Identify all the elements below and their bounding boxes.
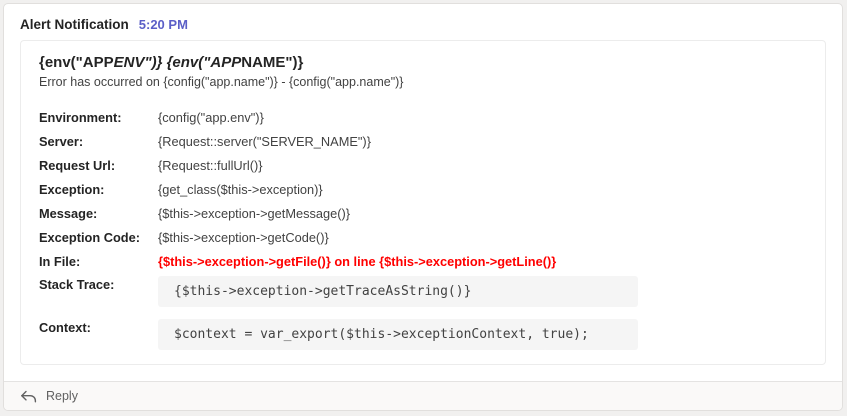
fact-row: Context: $context = var_export($this->ex… bbox=[39, 317, 807, 350]
fact-label: Message: bbox=[39, 206, 98, 221]
fact-value: {Request::server("SERVER_NAME")} bbox=[158, 134, 371, 149]
fact-value: {$this->exception->getTraceAsString()} bbox=[158, 276, 638, 307]
fact-value: {config("app.env")} bbox=[158, 110, 264, 125]
reply-label: Reply bbox=[46, 389, 78, 403]
fact-value: {$this->exception->getMessage()} bbox=[158, 206, 351, 221]
card-title-part3: NAME")} bbox=[241, 54, 304, 71]
card-subtitle: Error has occurred on {config("app.name"… bbox=[39, 75, 404, 89]
reply-arrow-icon bbox=[20, 390, 37, 403]
fact-row: Exception: {get_class($this->exception)} bbox=[39, 178, 807, 202]
card-title-part1: {env("APP bbox=[39, 54, 114, 71]
fact-label: Exception Code: bbox=[39, 230, 140, 245]
fact-value: $context = var_export($this->exceptionCo… bbox=[158, 319, 638, 350]
fact-value: {$this->exception->getCode()} bbox=[158, 230, 329, 245]
message-thread-container: Alert Notification 5:20 PM {env("APPENV"… bbox=[3, 3, 843, 411]
fact-row: Server: {Request::server("SERVER_NAME")} bbox=[39, 130, 807, 154]
fact-row: Request Url: {Request::fullUrl()} bbox=[39, 154, 807, 178]
fact-label: Request Url: bbox=[39, 158, 116, 173]
fact-label: Exception: bbox=[39, 182, 105, 197]
fact-value: {Request::fullUrl()} bbox=[158, 158, 263, 173]
bot-name: Alert Notification bbox=[20, 17, 129, 32]
thread-header: Alert Notification 5:20 PM bbox=[4, 4, 842, 40]
reply-button[interactable]: Reply bbox=[4, 381, 842, 410]
fact-row: Environment: {config("app.env")} bbox=[39, 106, 807, 130]
fact-row: Message: {$this->exception->getMessage()… bbox=[39, 202, 807, 226]
fact-label: Stack Trace: bbox=[39, 277, 115, 292]
fact-label: Server: bbox=[39, 134, 84, 149]
fact-value: {get_class($this->exception)} bbox=[158, 182, 323, 197]
fact-label: In File: bbox=[39, 254, 81, 269]
card-title: {env("APPENV")} {env("APPNAME")} bbox=[39, 54, 807, 71]
fact-label: Context: bbox=[39, 320, 91, 335]
facts-table: Environment: {config("app.env")} Server:… bbox=[39, 106, 807, 350]
fact-value: {$this->exception->getFile()} on line {$… bbox=[158, 254, 557, 269]
fact-label: Environment: bbox=[39, 110, 122, 125]
alert-card: {env("APPENV")} {env("APPNAME")} Error h… bbox=[20, 40, 826, 365]
fact-row: Stack Trace: {$this->exception->getTrace… bbox=[39, 274, 807, 317]
card-title-part2-italic: ENV")} {env("APP bbox=[113, 54, 242, 71]
message-timestamp: 5:20 PM bbox=[138, 17, 188, 32]
fact-row: In File: {$this->exception->getFile()} o… bbox=[39, 250, 807, 274]
fact-row: Exception Code: {$this->exception->getCo… bbox=[39, 226, 807, 250]
